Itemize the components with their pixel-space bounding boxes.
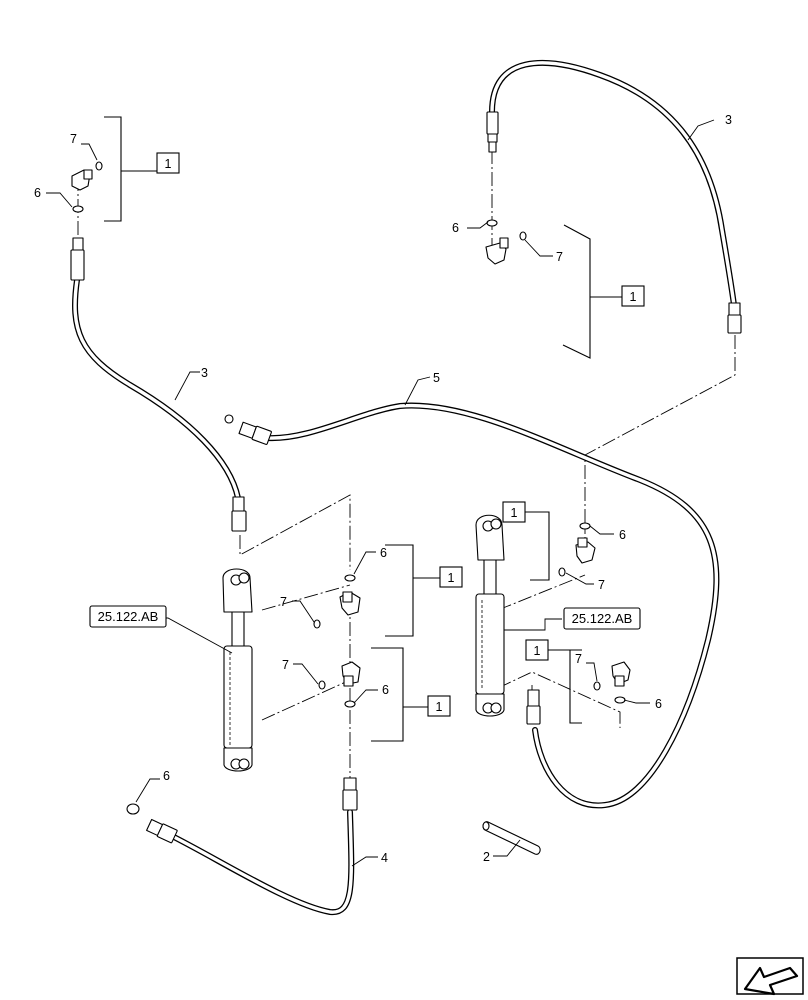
arrow-nav-icon[interactable]: [736, 957, 804, 996]
callout-oring-cyl-left-lower: 6: [382, 683, 389, 697]
callouts: 3 3 5 4 2 7 6 6 7 6 7 7 6 6 7 7 6 6: [34, 113, 732, 865]
callout-seal-top-center: 7: [556, 250, 563, 264]
kit-boxes: 1 1 1 1 1 1: [156, 152, 645, 717]
reference-cylinder-right[interactable]: 25.122.AB: [563, 607, 641, 630]
fittings-cyl-right-lower: [593, 661, 631, 704]
callout-seal-cyl-left-lower: 7: [282, 658, 289, 672]
callout-oring-top-left: 6: [34, 186, 41, 200]
callout-hose-upper-right: 3: [725, 113, 732, 127]
svg-text:1: 1: [165, 157, 172, 171]
callout-seal-top-left: 7: [70, 132, 77, 146]
kit-box-cyl-right-upper: 1: [502, 501, 526, 523]
center-lines: [77, 150, 736, 790]
svg-text:25.122.AB: 25.122.AB: [98, 609, 159, 624]
callout-oring-cyl-left-upper: 6: [380, 546, 387, 560]
callout-oring-cyl-right-upper: 6: [619, 528, 626, 542]
callout-seal-cyl-left-upper: 7: [280, 595, 287, 609]
leader-lines: [46, 119, 715, 867]
fittings-cyl-left-upper: [313, 574, 361, 629]
svg-text:1: 1: [630, 290, 637, 304]
cylinder-left: [222, 568, 253, 772]
cylinder-right: [475, 514, 505, 717]
callout-oring-bottom-left: 6: [163, 769, 170, 783]
callout-seal-cyl-right-upper: 7: [598, 578, 605, 592]
callout-oring-top-center: 6: [452, 221, 459, 235]
callout-seal-cyl-right-lower: 7: [575, 652, 582, 666]
hose-middle: [224, 402, 720, 809]
callout-pin: 2: [483, 850, 490, 864]
hose-upper-left: [70, 237, 247, 532]
svg-text:1: 1: [436, 700, 443, 714]
callout-hose-lower-left: 4: [381, 851, 388, 865]
fittings-cyl-left-lower: [318, 661, 361, 708]
svg-text:25.122.AB: 25.122.AB: [572, 611, 633, 626]
fittings-cyl-right-upper: [558, 522, 596, 577]
callout-oring-cyl-right-lower: 6: [655, 697, 662, 711]
brackets: [104, 116, 622, 742]
hose-lower-left: [126, 777, 358, 916]
pin: [482, 821, 541, 855]
fittings-top-left: [71, 161, 103, 213]
svg-text:1: 1: [534, 644, 541, 658]
svg-text:1: 1: [511, 506, 518, 520]
kit-box-top-left: 1: [156, 152, 180, 174]
callout-hose-middle: 5: [433, 371, 440, 385]
kit-box-top-center: 1: [621, 285, 645, 307]
kit-box-cyl-left-lower: 1: [427, 695, 451, 717]
fittings-top-center: [485, 219, 527, 265]
hose-upper-right: [486, 59, 742, 334]
callout-hose-upper-left: 3: [201, 366, 208, 380]
kit-box-cyl-right-lower: 1: [525, 639, 549, 661]
kit-box-cyl-left-upper: 1: [439, 566, 463, 588]
reference-cylinder-left[interactable]: 25.122.AB: [89, 605, 167, 628]
svg-text:1: 1: [448, 571, 455, 585]
